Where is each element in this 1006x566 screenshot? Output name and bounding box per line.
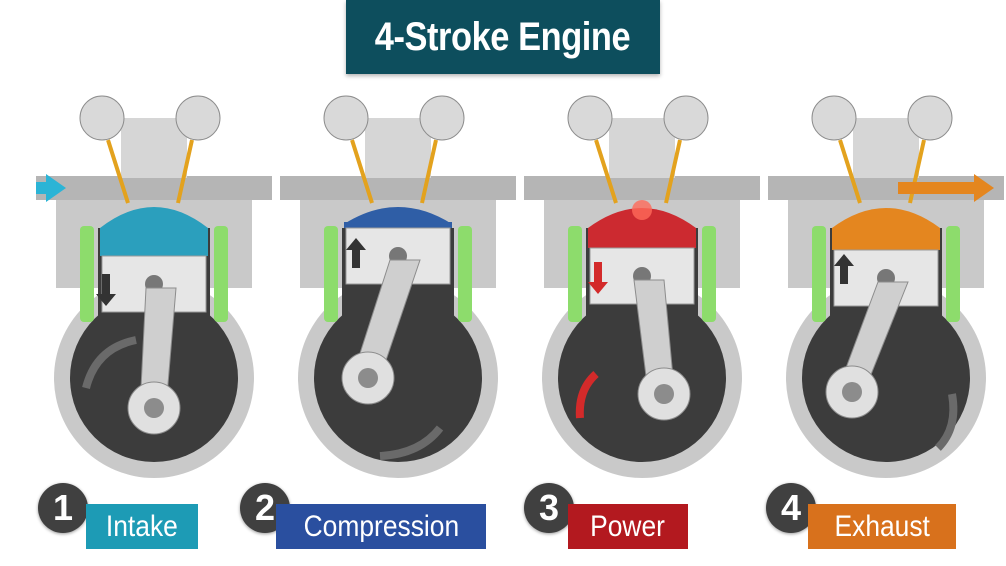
valve-housing (853, 118, 919, 178)
crank-pin (654, 384, 674, 404)
crank-rotation-arrow-icon (935, 393, 958, 451)
page-title: 4-Stroke Engine (375, 14, 631, 59)
stroke-number-badge-3: 3 (524, 483, 574, 533)
title-banner: 4-Stroke Engine (346, 0, 660, 74)
cam-intake (79, 95, 125, 141)
stroke-diagram-exhaust (768, 78, 1004, 478)
cam-intake (811, 95, 857, 141)
cam-exhaust (419, 95, 465, 141)
cylinder-gas (832, 208, 940, 250)
exhaust-arrow-icon (898, 174, 994, 202)
valve-intake (838, 139, 862, 204)
stroke-diagram-intake (36, 78, 272, 478)
valve-exhaust (420, 139, 438, 204)
piston-down-arrow-icon (588, 262, 608, 294)
cylinder-head (280, 176, 516, 200)
stroke-number: 1 (52, 487, 74, 528)
valve-intake (594, 139, 618, 204)
stroke-number: 4 (780, 487, 802, 528)
valve-housing (121, 118, 187, 178)
cylinder-gas (100, 207, 208, 256)
engine-cylinder-power (524, 95, 760, 478)
cooling-jacket-left (568, 226, 582, 322)
cooling-jacket-left (812, 226, 826, 322)
stroke-label-text: Intake (106, 509, 178, 543)
piston-up-arrow-icon (346, 238, 366, 268)
piston-down-arrow-icon (96, 274, 116, 306)
valve-intake (350, 139, 374, 204)
crank-pin (842, 382, 862, 402)
valve-exhaust (176, 139, 194, 204)
spark-icon (632, 200, 652, 220)
cooling-jacket-left (324, 226, 338, 322)
stroke-label-power: Power (568, 504, 688, 549)
stroke-number-badge-4: 4 (766, 483, 816, 533)
crank-rotation-arrow-icon (82, 336, 137, 390)
valve-intake (106, 139, 130, 204)
stroke-diagram-compression (280, 78, 516, 478)
crank-rotation-arrow-icon (379, 425, 444, 460)
cooling-jacket-right (214, 226, 228, 322)
valve-exhaust (664, 139, 682, 204)
intake-arrow-icon (36, 174, 66, 202)
cam-intake (323, 95, 369, 141)
cylinder-gas (588, 208, 696, 248)
cooling-jacket-right (458, 226, 472, 322)
crank-pin (144, 398, 164, 418)
stroke-number: 3 (538, 487, 560, 528)
cooling-jacket-right (946, 226, 960, 322)
cooling-jacket-right (702, 226, 716, 322)
stroke-label-compression: Compression (276, 504, 486, 549)
stroke-label-text: Compression (303, 509, 459, 543)
engine-cylinder-compression (280, 95, 516, 478)
valve-housing (609, 118, 675, 178)
stroke-label-exhaust: Exhaust (808, 504, 956, 549)
cam-intake (567, 95, 613, 141)
cam-exhaust (907, 95, 953, 141)
stroke-number: 2 (254, 487, 276, 528)
cam-exhaust (663, 95, 709, 141)
cam-exhaust (175, 95, 221, 141)
stroke-label-intake: Intake (86, 504, 198, 549)
stroke-label-text: Exhaust (834, 509, 930, 543)
stroke-label-text: Power (590, 509, 666, 543)
crank-pin (358, 368, 378, 388)
engine-cylinder-exhaust (768, 95, 1004, 478)
cylinder-head (524, 176, 760, 200)
crank-rotation-arrow-icon (575, 371, 599, 419)
engine-cylinder-intake (36, 95, 272, 478)
cooling-jacket-left (80, 226, 94, 322)
stroke-diagram-power (524, 78, 760, 478)
piston-up-arrow-icon (834, 254, 854, 284)
stroke-number-badge-1: 1 (38, 483, 88, 533)
cylinder-head (36, 176, 272, 200)
valve-housing (365, 118, 431, 178)
cylinder-gas-compressed (344, 207, 452, 228)
